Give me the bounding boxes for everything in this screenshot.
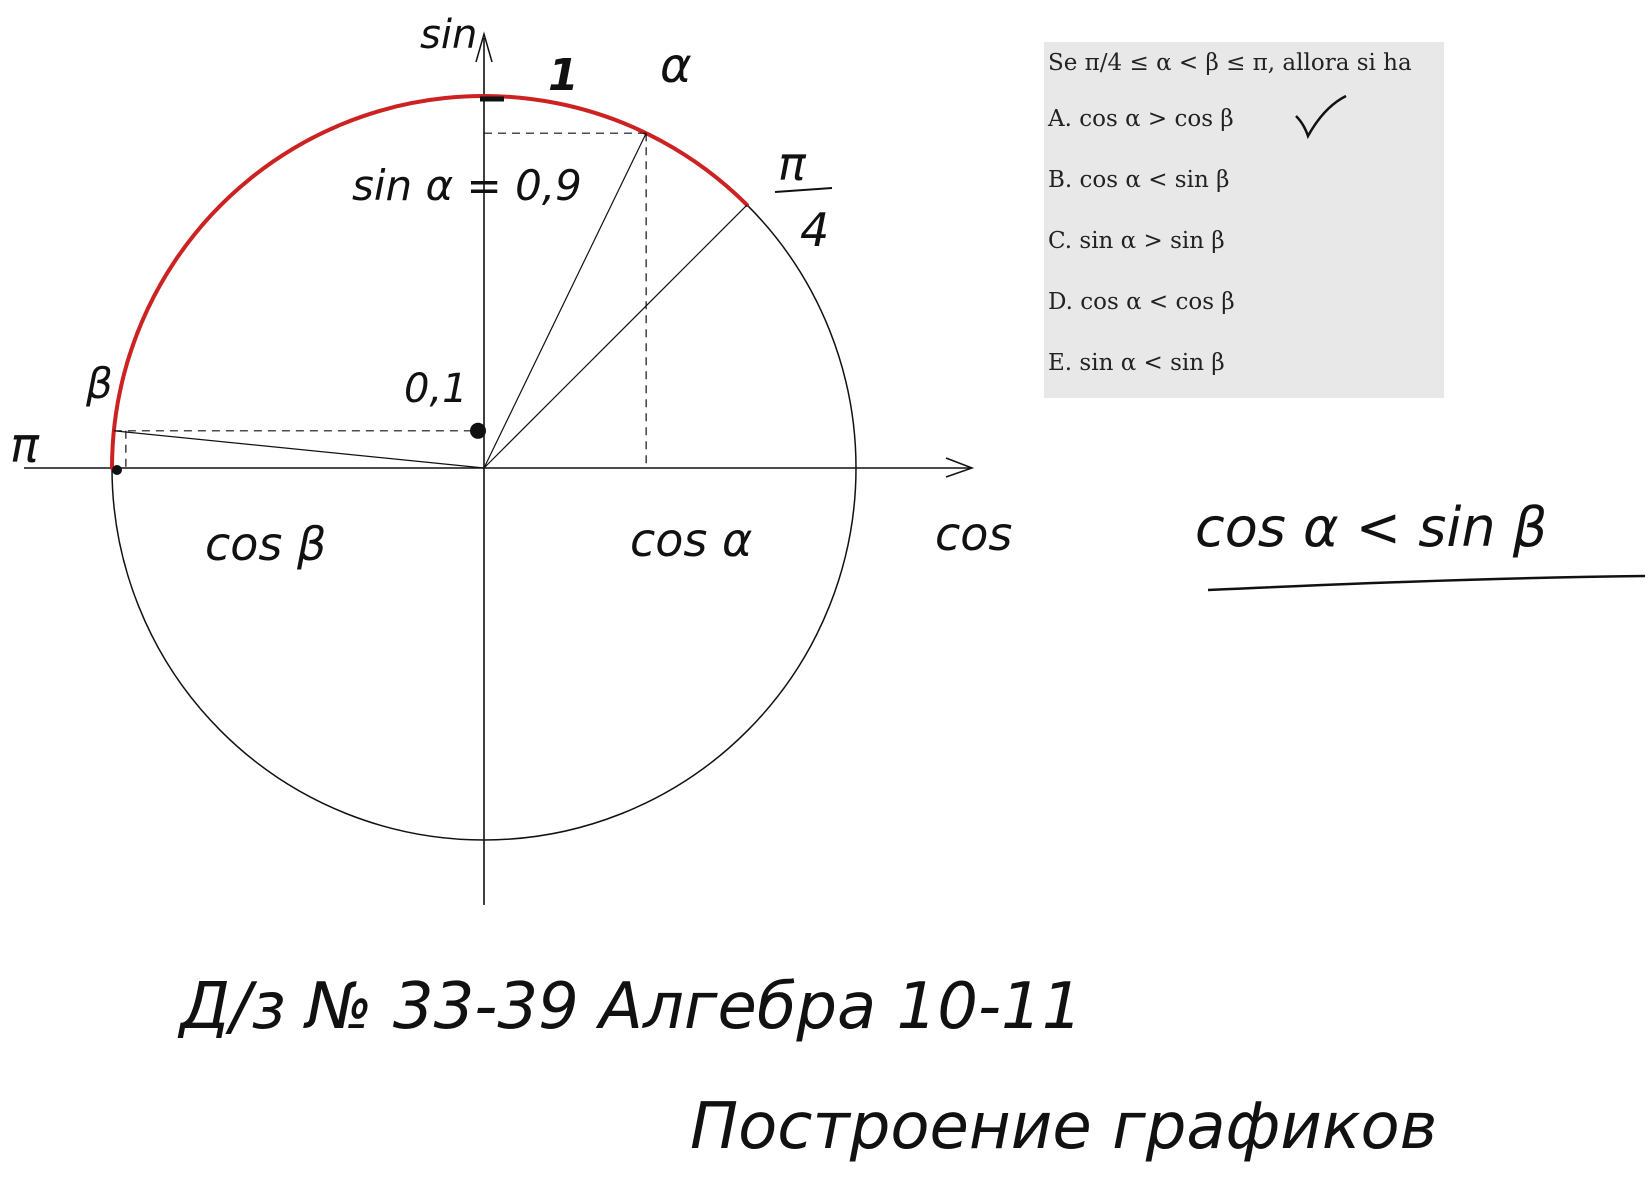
radius-alpha	[483, 132, 647, 469]
quiz-option-label: D. cos α < cos β	[1048, 289, 1235, 315]
quiz-question: Se π/4 ≤ α < β ≤ π, allora si ha	[1048, 50, 1412, 76]
homework-line-1: Д/з № 33-39 Алгебра 10-11	[177, 970, 1082, 1044]
radius-beta	[113, 430, 485, 469]
pi-over-4-numerator: π	[778, 137, 807, 191]
pi-over-4-denominator: 4	[800, 203, 829, 257]
result-underline	[1207, 574, 1646, 592]
beta-label: β	[85, 359, 113, 408]
sin-axis-label: sin	[420, 12, 477, 58]
quiz-option-c[interactable]: C. sin α > sin β	[1048, 218, 1444, 279]
point-sin-beta	[470, 422, 486, 439]
quiz-option-label: E. sin α < sin β	[1048, 350, 1225, 376]
sin-axis-arrow	[475, 31, 493, 63]
quiz-option-label: B. cos α < sin β	[1048, 167, 1230, 193]
pi-over-4-fraction-bar	[774, 187, 833, 193]
cos-alpha-label: cos α	[630, 513, 752, 567]
quiz-option-d[interactable]: D. cos α < cos β	[1048, 279, 1444, 340]
point-pi	[112, 465, 122, 475]
alpha-label: α	[660, 38, 692, 94]
cos-beta-label: cos β	[205, 517, 326, 571]
quiz-option-label: C. sin α > sin β	[1048, 228, 1225, 254]
quiz-panel: Se π/4 ≤ α < β ≤ π, allora si ha A. cos …	[1044, 42, 1444, 398]
alpha-beta-range-arc	[110, 94, 750, 470]
homework-line-2: Построение графиков	[690, 1090, 1437, 1164]
pi-label: π	[10, 418, 40, 474]
quiz-option-b[interactable]: B. cos α < sin β	[1048, 157, 1444, 218]
cos-axis-arrow	[945, 457, 975, 478]
quiz-option-a[interactable]: A. cos α > cos β	[1048, 94, 1444, 157]
quiz-option-label: A. cos α > cos β	[1048, 106, 1234, 132]
radius-pi-over-4	[483, 204, 748, 469]
sin-alpha-label: sin α = 0,9	[352, 161, 582, 210]
result-inequality: cos α < sin β	[1195, 496, 1547, 559]
one-label: 1	[548, 50, 579, 101]
point-01-label: 0,1	[404, 366, 468, 412]
cos-axis-label: cos	[935, 507, 1012, 561]
quiz-option-e[interactable]: E. sin α < sin β	[1048, 340, 1444, 401]
checkmark-icon	[1295, 94, 1347, 140]
